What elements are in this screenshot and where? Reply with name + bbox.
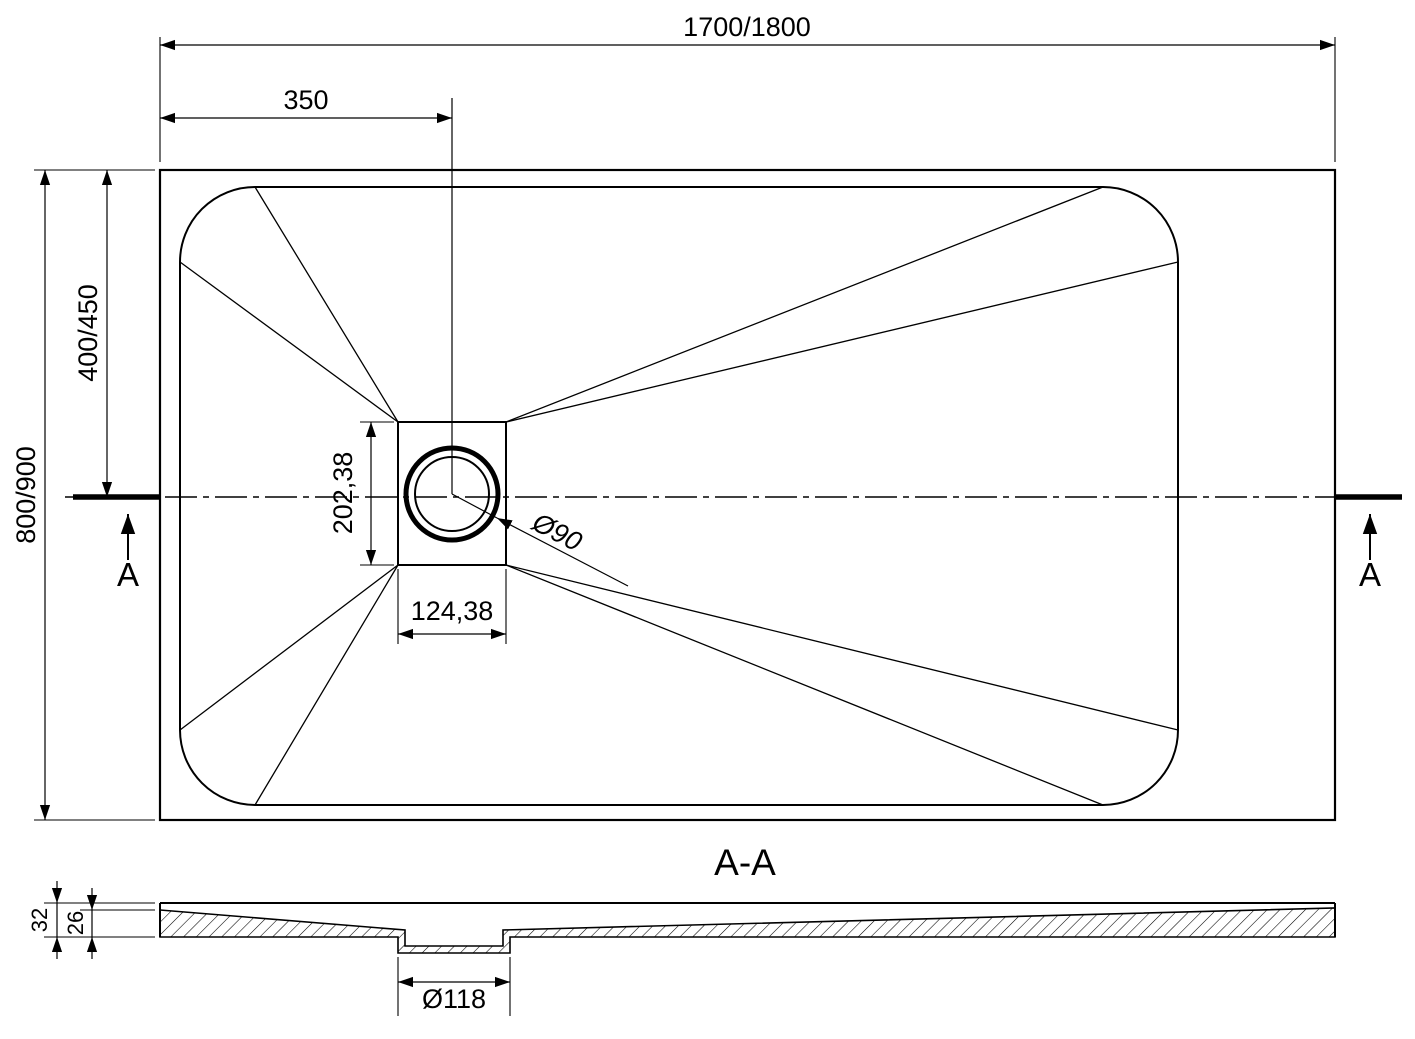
dim-drain-offset-x: 350 [160,85,452,124]
dim-drain-box-height-label: 202,38 [328,452,358,535]
slope-fold-line [505,564,1179,731]
dim-drain-pocket-diameter: Ø118 [397,957,511,1016]
plan-view: A A 1700/1800 350 400/450 800/900 [11,12,1402,822]
section-cut-label-left: A [117,556,139,593]
slope-fold-line [254,564,399,806]
section-cut-indicator-right: A [1359,514,1381,593]
dim-drain-offset-x-label: 350 [283,85,328,115]
dim-drain-box-width: 124,38 [397,569,507,644]
slope-fold-line [505,261,1179,423]
slope-fold-line [505,186,1104,423]
slope-fold-line [505,564,1104,806]
dim-rim-height: 32 [27,881,155,959]
section-cut-indicator-left: A [117,514,139,593]
pocket-diameter-label: Ø118 [422,984,486,1014]
basin-inner-edge [179,186,1179,806]
slope-fold-line [179,564,399,731]
basin-depth-label: 26 [63,911,88,935]
dim-overall-depth-label: 800/900 [11,446,41,544]
leader-line [451,493,498,519]
dim-drain-offset-y: 400/450 [34,169,155,497]
section-view: A-A 32 26 Ø118 [27,842,1336,1016]
slope-fold-lines [179,186,1179,806]
dim-basin-depth: 26 [63,888,155,959]
dim-overall-width-label: 1700/1800 [683,12,811,42]
dim-drain-box-height: 202,38 [328,421,394,566]
leader-line [496,517,629,587]
dim-overall-width: 1700/1800 [159,12,1336,162]
dim-overall-depth: 800/900 [11,170,155,821]
dim-drain-diameter: Ø90 [451,493,629,587]
rim-height-label: 32 [27,908,52,932]
slope-fold-line [179,261,399,423]
slope-fold-line [254,186,399,423]
section-material-hatch [159,907,1336,954]
dim-drain-offset-y-label: 400/450 [73,284,103,382]
section-title: A-A [714,842,776,883]
dim-drain-box-width-label: 124,38 [411,596,494,626]
section-cut-label-right: A [1359,556,1381,593]
